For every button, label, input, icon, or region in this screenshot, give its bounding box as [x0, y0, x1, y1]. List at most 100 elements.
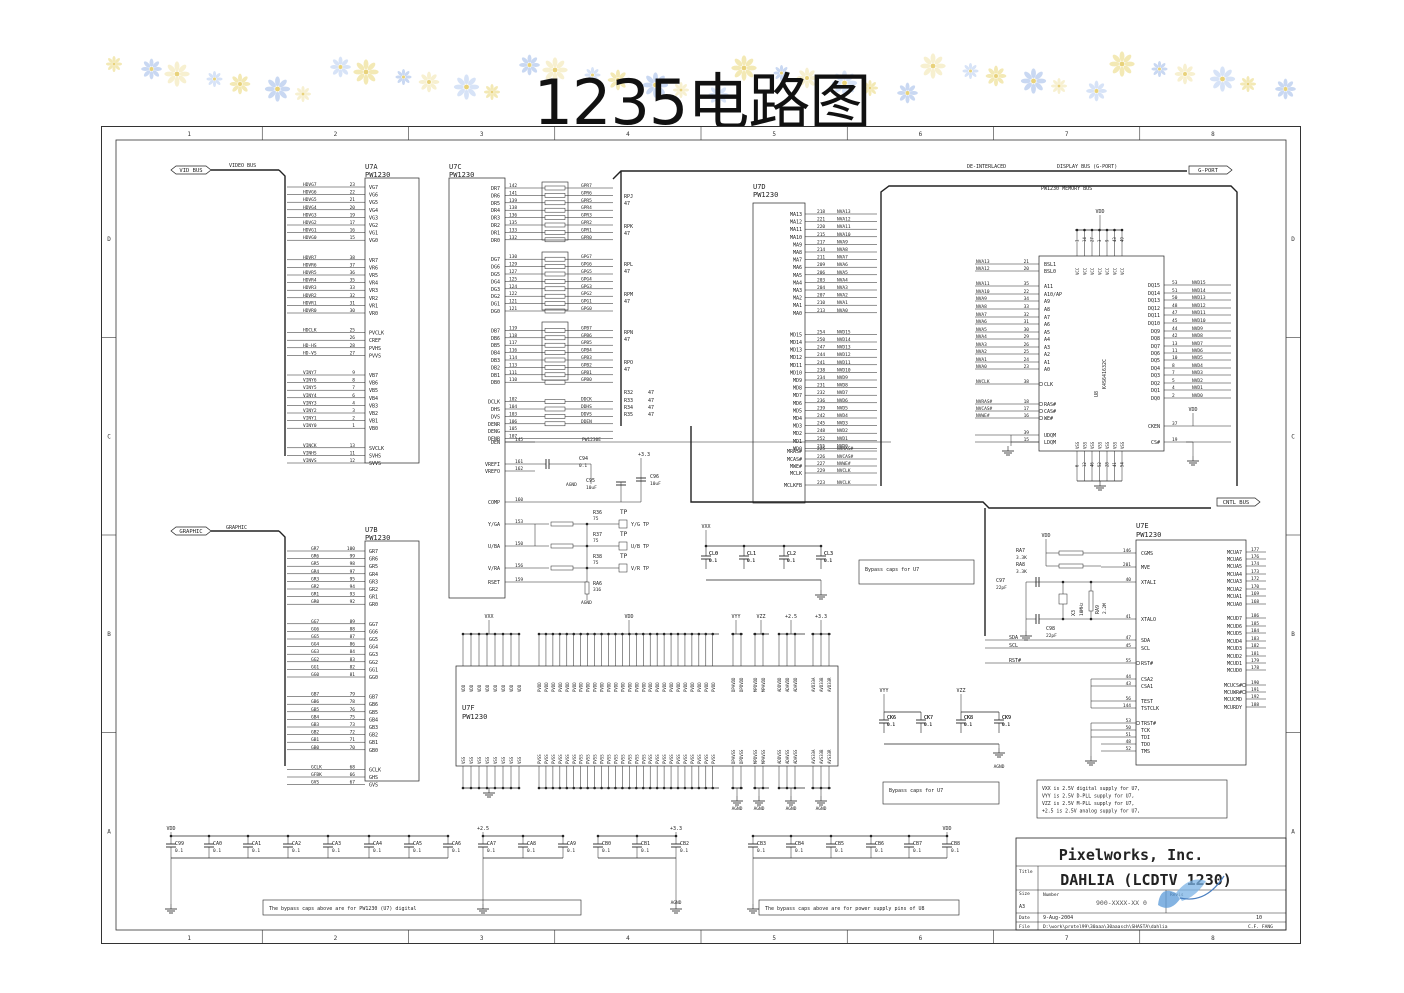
- u7b-pin-number: 100: [347, 546, 355, 552]
- u7d-pin-name: MA10: [790, 235, 802, 241]
- u7e-pin-name: MVE: [1141, 565, 1150, 571]
- u7a-pin-net: HDVR5: [303, 270, 317, 276]
- u7e-pin-number: 50: [1126, 725, 1132, 731]
- u7d-pin-name: MD3: [793, 424, 802, 430]
- u7c-pin-net: GPG2: [581, 291, 592, 297]
- flower-decoration: [330, 56, 351, 78]
- u7b-pin-net: GG5: [311, 634, 319, 640]
- u8-vss-label: VSS: [1120, 441, 1125, 449]
- u7a-pin-name: VB1: [369, 419, 378, 425]
- u8-pin-number: 2: [1172, 393, 1175, 399]
- flower-decoration: [642, 72, 669, 98]
- u7f-power-pin-label: PVDD: [544, 682, 549, 692]
- u7f-ground-pin-label: VSS: [477, 756, 482, 764]
- u7f-power-pin-label: PVDD: [620, 682, 625, 692]
- u7d-pin-name: MA12: [790, 220, 802, 226]
- u8-pin-name: DQ6: [1151, 351, 1160, 357]
- capacitor-ref: CB8: [951, 841, 960, 847]
- u7b-pin-number: 84: [350, 649, 356, 655]
- u7a-pin-net: VINY5: [303, 385, 317, 391]
- u7a-pin-name: SVHS: [369, 453, 381, 459]
- u7f-ground-pin-label: PVSS: [613, 754, 618, 764]
- u8-pin-number: 11: [1172, 348, 1178, 354]
- junction-dot: [635, 834, 639, 838]
- u7f-power-pin-label: MPDVDD: [753, 677, 758, 692]
- u7a-pin-net: HDVG3: [303, 212, 317, 218]
- u7c-pin-net: GPB5: [581, 340, 592, 346]
- u7b-pin-net: GB2: [311, 730, 319, 736]
- capacitor-value: 0.1: [602, 848, 610, 854]
- u7c-pin-number: 105: [509, 426, 517, 432]
- u7a-pin-net: HD-HS: [303, 343, 317, 349]
- u7c-pin-name: DB4: [491, 351, 500, 357]
- u8-pin-number: 24: [1024, 357, 1030, 363]
- junction-dot: [628, 632, 631, 636]
- u7d-pin-number: 239: [817, 405, 825, 411]
- u7d-pin-net: NVD0: [837, 443, 848, 449]
- junction-dot: [551, 632, 555, 636]
- resistor-value: 316: [593, 587, 601, 593]
- resistor: [544, 421, 566, 427]
- u8-pin-net: NVA10: [976, 289, 990, 295]
- junction-dot: [869, 834, 873, 838]
- u7b-pin-number: 79: [350, 692, 356, 698]
- u8-pin-number: 32: [1024, 312, 1030, 318]
- u7c-pin-number: 118: [509, 333, 517, 339]
- u8-pin-net: NVA13: [976, 259, 990, 265]
- u7d-pin-net: NVD14: [837, 337, 851, 343]
- border-row-label: C: [107, 433, 111, 440]
- u7c-pin-number: 121: [509, 306, 517, 312]
- border-column-label: 3: [480, 935, 484, 942]
- u7a-pin-name: VR6: [369, 265, 378, 271]
- u7c-pin-net: GPG7: [581, 254, 592, 260]
- crystal: [1058, 593, 1068, 605]
- u7f-ground-pin-label: PVSS: [593, 754, 598, 764]
- u7b-pin-number: 89: [350, 619, 356, 625]
- flower-decoration: [1050, 77, 1068, 95]
- bus-line: [690, 426, 1211, 509]
- u7e-pin-name: MCUWR#: [1224, 690, 1242, 696]
- supply-note-line: +2.5 is 2.5V analog supply for U7,: [1042, 809, 1140, 815]
- u7c-pin-name: DENB: [488, 437, 500, 443]
- capacitor-ref: CK7: [924, 715, 933, 721]
- u7e-pin-name: MCUD1: [1227, 661, 1242, 667]
- u7a-pin-name: PVVS: [369, 353, 381, 359]
- u7d-pin-name: MA6: [793, 265, 802, 271]
- agnd-label: AGND: [786, 806, 797, 812]
- u7c-pin-number: 106: [509, 419, 517, 425]
- u8-pin-number: 33: [1024, 304, 1030, 310]
- junction-dot: [558, 632, 562, 636]
- u7a-pin-net: VINY7: [303, 370, 317, 376]
- u8-vss-pin-number: 6: [1075, 464, 1080, 467]
- u7c-pin-number: 125: [509, 276, 517, 282]
- junction-dot: [676, 632, 680, 636]
- border-column-label: 1: [187, 131, 191, 138]
- u7d-pin-name: MA9: [793, 242, 802, 248]
- rpack-value: 47: [624, 337, 630, 343]
- u8-part: K4S641632C: [1102, 359, 1108, 389]
- u8-pin-name: CS#: [1151, 440, 1160, 446]
- u7a-pin-number: 12: [350, 458, 356, 464]
- u7b-pin-number: 76: [350, 707, 356, 713]
- u7d-ctrl-net: NVCAS#: [837, 454, 854, 460]
- number-label: Number: [1043, 892, 1060, 898]
- rail-label: +3.3: [638, 452, 650, 458]
- flower-decoration: [831, 70, 858, 96]
- u7c-misc-pin-name: VREFI: [485, 462, 500, 468]
- u8-pin-number: 44: [1172, 326, 1178, 332]
- u7f-ground-pin-label: PVSS: [711, 754, 716, 764]
- u7e-pin-name: CSA2: [1141, 677, 1153, 683]
- agnd-label: AGND: [671, 900, 682, 906]
- u7e-pin-name: CSA1: [1141, 684, 1153, 690]
- capacitor-ref: CL3: [824, 551, 833, 557]
- flower-decoration: [731, 55, 757, 81]
- u7f-ground-pin-label: VSS: [509, 756, 514, 764]
- capacitor-ref: CL2: [787, 551, 796, 557]
- u7c-pin-number: 136: [509, 213, 517, 219]
- resistor-pack-element: [544, 293, 566, 299]
- u8-pin-name: A0: [1044, 367, 1050, 373]
- junction-dot: [793, 632, 797, 636]
- capacitor-value: 0.1: [1002, 722, 1010, 728]
- u7c-pin-number: 117: [509, 340, 517, 346]
